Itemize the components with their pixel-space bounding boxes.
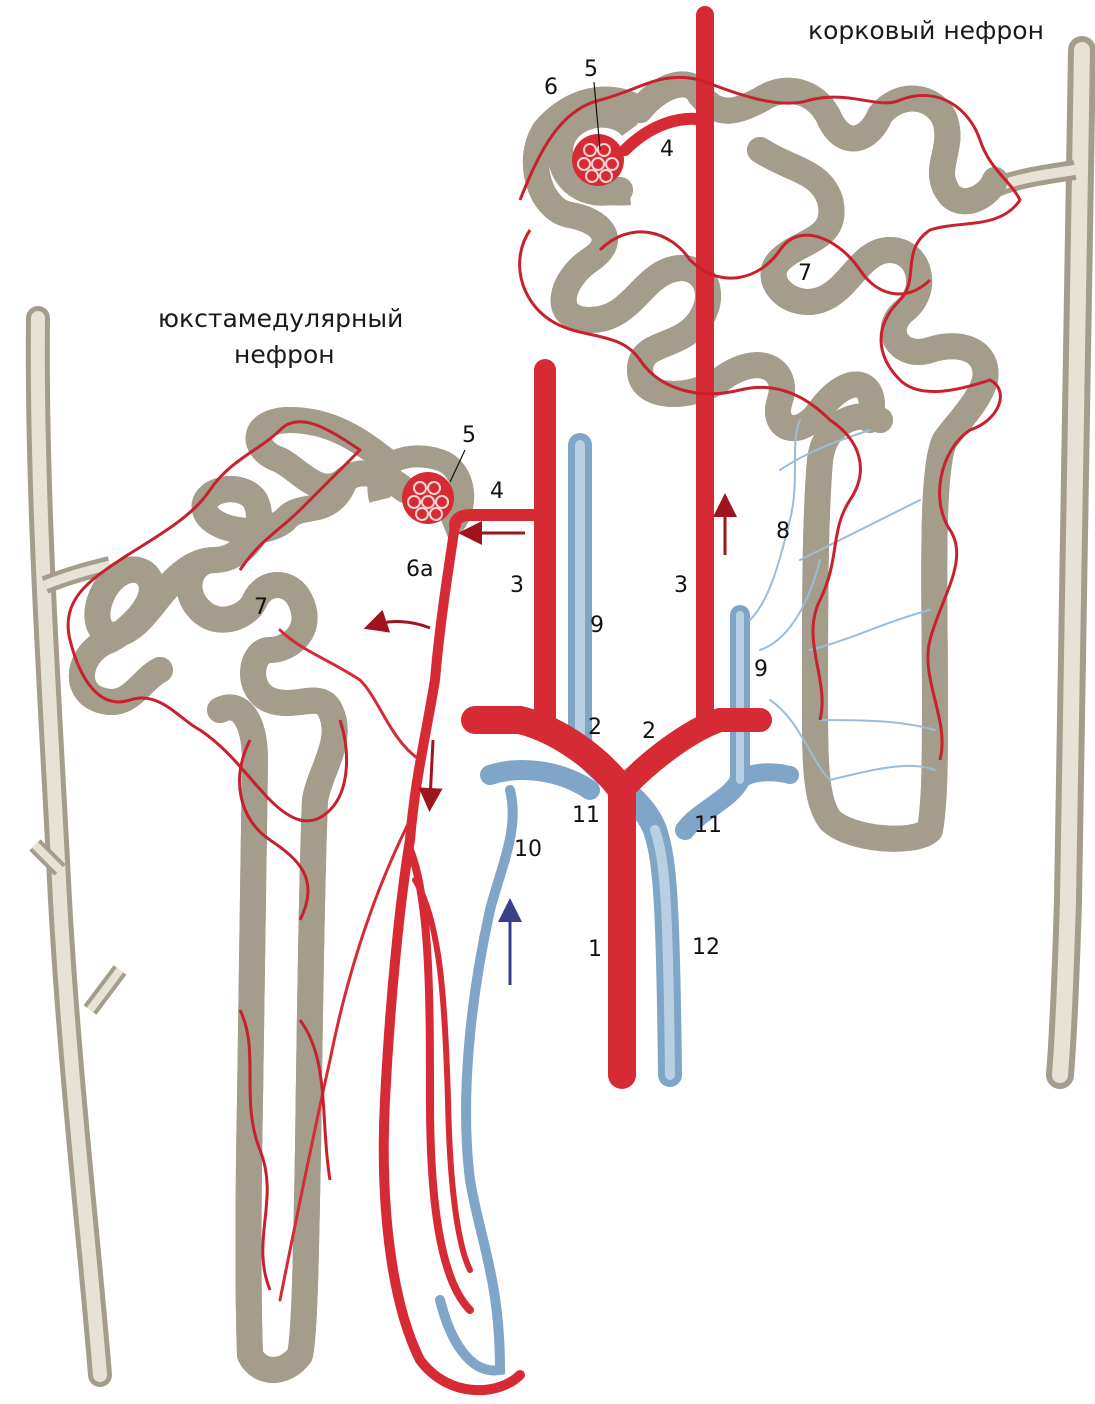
leader-5-juxta bbox=[450, 450, 465, 482]
leader-5-cortical bbox=[594, 82, 600, 150]
